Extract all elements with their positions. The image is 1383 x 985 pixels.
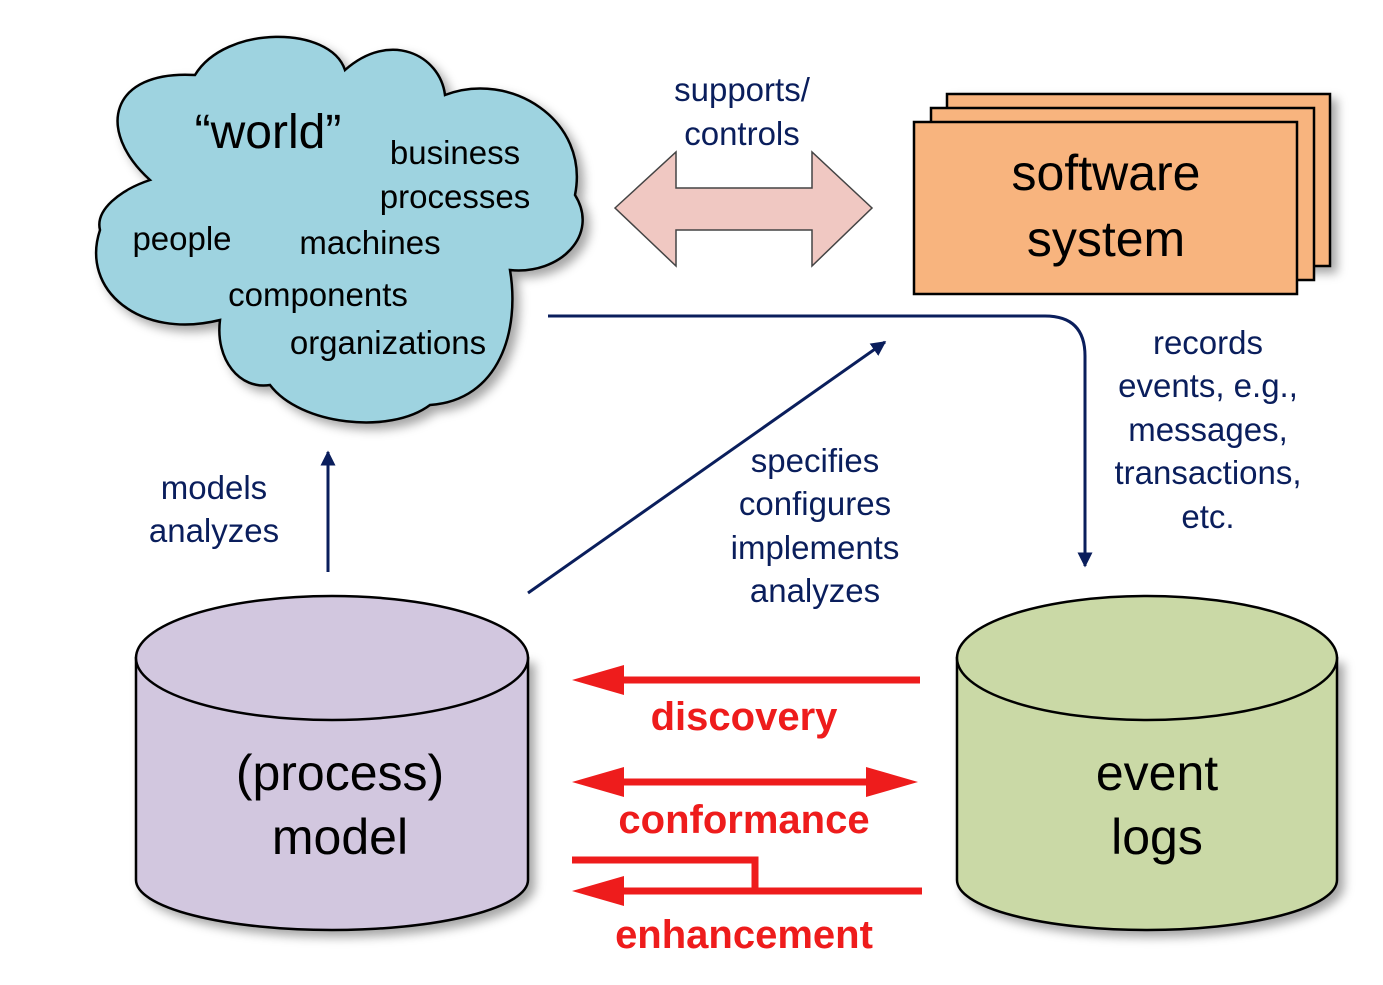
conformance-head-left (572, 767, 624, 797)
world-item-organizations: organizations (290, 324, 486, 361)
supports-controls-arrow: supports/ controls (613, 71, 874, 268)
supports-label-line1: supports/ (674, 71, 811, 108)
enhancement-arrow: enhancement (572, 856, 922, 957)
records-connector-line (548, 314, 1093, 568)
models-label-line2: analyzes (149, 512, 279, 549)
specifies-label-line3: implements (731, 529, 900, 566)
enhancement-head (572, 876, 624, 906)
cloud-shape (94, 35, 584, 424)
world-item-components: components (228, 276, 408, 313)
double-arrow-shape (613, 150, 874, 268)
records-label-line3: messages, (1128, 411, 1288, 448)
models-label-line1: models (161, 469, 267, 506)
records-connector: records events, e.g., messages, transact… (548, 314, 1302, 568)
model-label-line2: model (272, 809, 408, 865)
records-label-line1: records (1153, 324, 1263, 361)
logs-label-line2: logs (1111, 809, 1203, 865)
logs-label-line1: event (1096, 745, 1218, 801)
specifies-label-line2: configures (739, 485, 891, 522)
world-title: “world” (195, 106, 342, 159)
world-item-machines: machines (299, 224, 440, 261)
software-system: software system (912, 92, 1332, 296)
specifies-label-line4: analyzes (750, 572, 880, 609)
logs-cylinder-body (955, 656, 1339, 932)
world-item-people: people (132, 220, 231, 257)
conformance-label: conformance (618, 798, 869, 842)
records-label-line2: events, e.g., (1118, 367, 1298, 404)
discovery-label: discovery (651, 695, 839, 739)
specifies-label-line1: specifies (751, 442, 879, 479)
enhancement-hook (572, 856, 759, 891)
models-connector: models analyzes (149, 450, 336, 572)
software-label-line1: software (1012, 145, 1201, 201)
model-cylinder-body (134, 656, 530, 932)
records-label-line4: transactions, (1114, 454, 1301, 491)
world-cloud: “world” business processes people machin… (94, 35, 584, 424)
conformance-head-right (866, 767, 918, 797)
specifies-connector-line (527, 340, 887, 595)
process-model-cylinder: (process) model (134, 594, 530, 932)
software-box-front (912, 120, 1299, 296)
discovery-head (572, 665, 624, 695)
discovery-arrow: discovery (572, 665, 920, 739)
specifies-connector: specifies configures implements analyzes (527, 340, 900, 609)
logs-cylinder-top (955, 594, 1339, 722)
model-label-line1: (process) (236, 745, 444, 801)
event-logs-cylinder: event logs (955, 594, 1339, 932)
supports-label-line2: controls (684, 115, 800, 152)
enhancement-label: enhancement (615, 913, 873, 957)
model-cylinder-top (134, 594, 530, 722)
records-label-line5: etc. (1181, 498, 1234, 535)
world-item-processes: processes (380, 178, 530, 215)
world-item-business: business (390, 134, 520, 171)
software-label-line2: system (1027, 211, 1185, 267)
conformance-arrow: conformance (572, 767, 918, 842)
